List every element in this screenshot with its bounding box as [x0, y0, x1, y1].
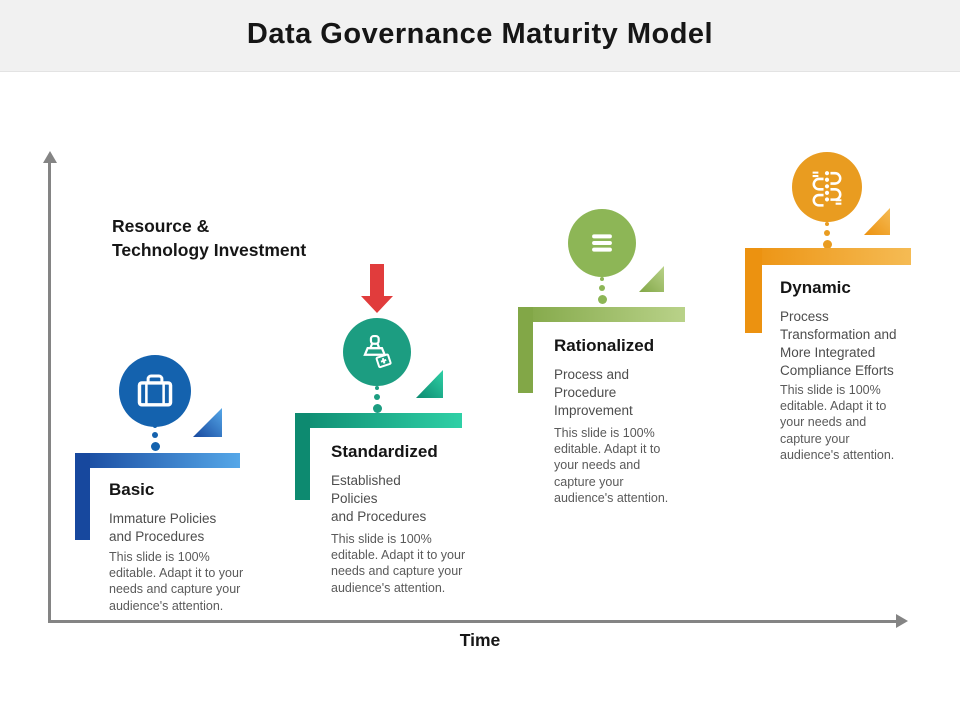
step-bar-vertical	[295, 413, 310, 500]
dot-icon	[153, 424, 157, 428]
dot-icon	[150, 442, 160, 451]
dot-icon	[824, 230, 830, 236]
stage-subtitle: Established Policies and Procedures	[331, 473, 427, 524]
stage-title: Basic	[109, 480, 155, 499]
stage-description: This slide is 100% editable. Adapt it to…	[554, 426, 669, 505]
stage-circle	[119, 355, 191, 427]
connector-dots	[818, 222, 836, 249]
dot-icon	[597, 295, 607, 304]
y-axis	[48, 161, 51, 622]
step-triangle	[416, 370, 443, 398]
stage-subtitle: Immature Policies and Procedures	[109, 511, 217, 544]
step-bar-horizontal	[745, 248, 911, 265]
connector-dots	[593, 277, 611, 304]
stage-description: This slide is 100% editable. Adapt it to…	[109, 550, 244, 613]
stage-description: This slide is 100% editable. Adapt it to…	[780, 383, 895, 462]
x-axis-label: Time	[459, 630, 501, 650]
briefcase-icon	[137, 374, 173, 407]
stage-subtitle: Process and Procedure Improvement	[554, 367, 633, 418]
page-title: Data Governance Maturity Model	[246, 18, 714, 50]
stage-circle	[343, 318, 411, 386]
y-axis-arrowhead-icon	[43, 151, 57, 163]
step-bar-vertical	[518, 307, 533, 393]
attention-down-arrow-icon	[361, 264, 393, 313]
dot-icon	[375, 386, 379, 390]
y-axis-label: Resource & Technology Investment	[112, 216, 307, 260]
connector-dots	[368, 386, 386, 413]
step-bar-vertical	[745, 248, 762, 333]
header-band: Data Governance Maturity Model	[0, 0, 960, 72]
stage-description: This slide is 100% editable. Adapt it to…	[331, 532, 466, 595]
process-flow-icon	[812, 171, 842, 207]
step-bar-horizontal	[518, 307, 685, 322]
stamp-icon	[363, 334, 392, 369]
stage-title: Rationalized	[554, 336, 655, 355]
x-axis-arrowhead-icon	[896, 614, 908, 628]
step-bar-horizontal	[295, 413, 462, 428]
step-triangle	[639, 266, 664, 292]
step-bar-horizontal	[75, 453, 240, 468]
connector-dots	[146, 424, 164, 451]
step-bar-vertical	[75, 453, 90, 540]
dot-icon	[825, 222, 829, 226]
stage-title: Standardized	[331, 442, 438, 461]
dot-icon	[822, 240, 832, 249]
step-triangle	[193, 408, 222, 437]
stage-title: Dynamic	[780, 278, 851, 297]
step-triangle	[864, 208, 890, 235]
dot-icon	[374, 394, 380, 400]
dot-icon	[599, 285, 605, 291]
stage-circle	[792, 152, 862, 222]
menu-lines-icon	[592, 234, 612, 252]
dot-icon	[152, 432, 158, 438]
dot-icon	[372, 404, 382, 413]
dot-icon	[600, 277, 604, 281]
stage-circle	[568, 209, 636, 277]
stage-subtitle: Process Transformation and More Integrat…	[780, 309, 897, 378]
x-axis	[48, 620, 898, 623]
